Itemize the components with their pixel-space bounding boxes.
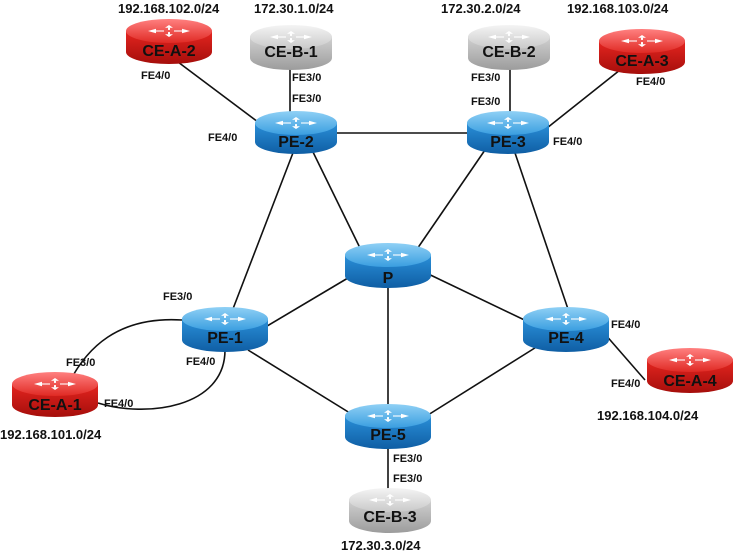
link-pe3-ce-a3: [546, 65, 626, 129]
router-label: CE-B-3: [363, 509, 417, 526]
subnet-ce-b2: 172.30.2.0/24: [441, 1, 521, 16]
router-pe4[interactable]: PE-4: [521, 306, 611, 354]
subnet-ce-b3: 172.30.3.0/24: [341, 538, 421, 553]
router-ce-b2[interactable]: CE-B-2: [466, 24, 552, 72]
link-pe4-ce-a4: [603, 332, 646, 381]
link-p-pe4: [419, 269, 538, 327]
iface-ce-a1-fe3: FE3/0: [66, 357, 96, 369]
iface-pe4-fe4: FE4/0: [611, 319, 641, 331]
link-pe2-ce-a2: [169, 55, 267, 129]
iface-pe5-fe3: FE3/0: [393, 453, 423, 465]
subnet-ce-b1: 172.30.1.0/24: [254, 1, 334, 16]
router-ce-a1[interactable]: CE-A-1: [10, 371, 100, 419]
router-label: CE-B-2: [482, 44, 536, 61]
subnet-ce-a1: 192.168.101.0/24: [0, 427, 102, 442]
router-label: CE-B-1: [264, 44, 318, 61]
iface-ce-b3-fe3: FE3/0: [393, 473, 423, 485]
router-label: PE-1: [207, 330, 243, 347]
router-label: CE-A-1: [28, 397, 82, 414]
link-pe1-pe5: [247, 349, 359, 419]
router-p[interactable]: P: [343, 242, 433, 290]
link-p-pe1: [251, 274, 354, 336]
iface-ce-b2-fe3: FE3/0: [471, 72, 501, 84]
iface-ce-b1-fe3: FE3/0: [292, 72, 322, 84]
iface-pe2-fe3: FE3/0: [292, 93, 322, 105]
router-ce-b1[interactable]: CE-B-1: [248, 24, 334, 72]
link-pe1-ce-a1-fe4: [97, 349, 226, 410]
iface-pe1-fe3: FE3/0: [163, 291, 193, 303]
router-ce-a3[interactable]: CE-A-3: [597, 28, 687, 76]
iface-ce-a4-fe4: FE4/0: [611, 378, 641, 390]
link-pe1-ce-a1-fe3: [67, 318, 183, 386]
router-ce-b3[interactable]: CE-B-3: [347, 487, 433, 535]
router-label: CE-A-4: [663, 373, 717, 390]
router-ce-a4[interactable]: CE-A-4: [645, 347, 735, 395]
router-label: CE-A-2: [142, 43, 196, 60]
router-label: PE-3: [490, 134, 526, 151]
iface-pe2-fe4: FE4/0: [208, 132, 238, 144]
iface-pe3-fe4: FE4/0: [553, 136, 583, 148]
subnet-ce-a2: 192.168.102.0/24: [118, 1, 220, 16]
link-pe2-pe1: [225, 144, 297, 328]
router-pe5[interactable]: PE-5: [343, 403, 433, 451]
subnet-ce-a3: 192.168.103.0/24: [567, 1, 669, 16]
router-label: PE-5: [370, 427, 406, 444]
router-label: PE-4: [548, 330, 584, 347]
link-pe4-pe5: [419, 345, 539, 421]
router-ce-a2[interactable]: CE-A-2: [124, 18, 214, 66]
router-label: PE-2: [278, 134, 314, 151]
link-pe3-p: [414, 149, 486, 253]
router-pe2[interactable]: PE-2: [253, 110, 339, 158]
iface-ce-a3-fe4: FE4/0: [636, 76, 666, 88]
router-pe1[interactable]: PE-1: [180, 306, 270, 354]
link-pe2-p: [311, 149, 362, 251]
router-label: P: [382, 270, 394, 287]
iface-ce-a1-fe4: FE4/0: [104, 398, 134, 410]
router-label: CE-A-3: [615, 53, 669, 70]
iface-pe3-fe3: FE3/0: [471, 96, 501, 108]
iface-pe1-fe4: FE4/0: [186, 356, 216, 368]
router-pe3[interactable]: PE-3: [465, 110, 551, 158]
subnet-ce-a4: 192.168.104.0/24: [597, 408, 699, 423]
link-pe3-pe4: [513, 149, 570, 313]
iface-ce-a2-fe4: FE4/0: [141, 70, 171, 82]
